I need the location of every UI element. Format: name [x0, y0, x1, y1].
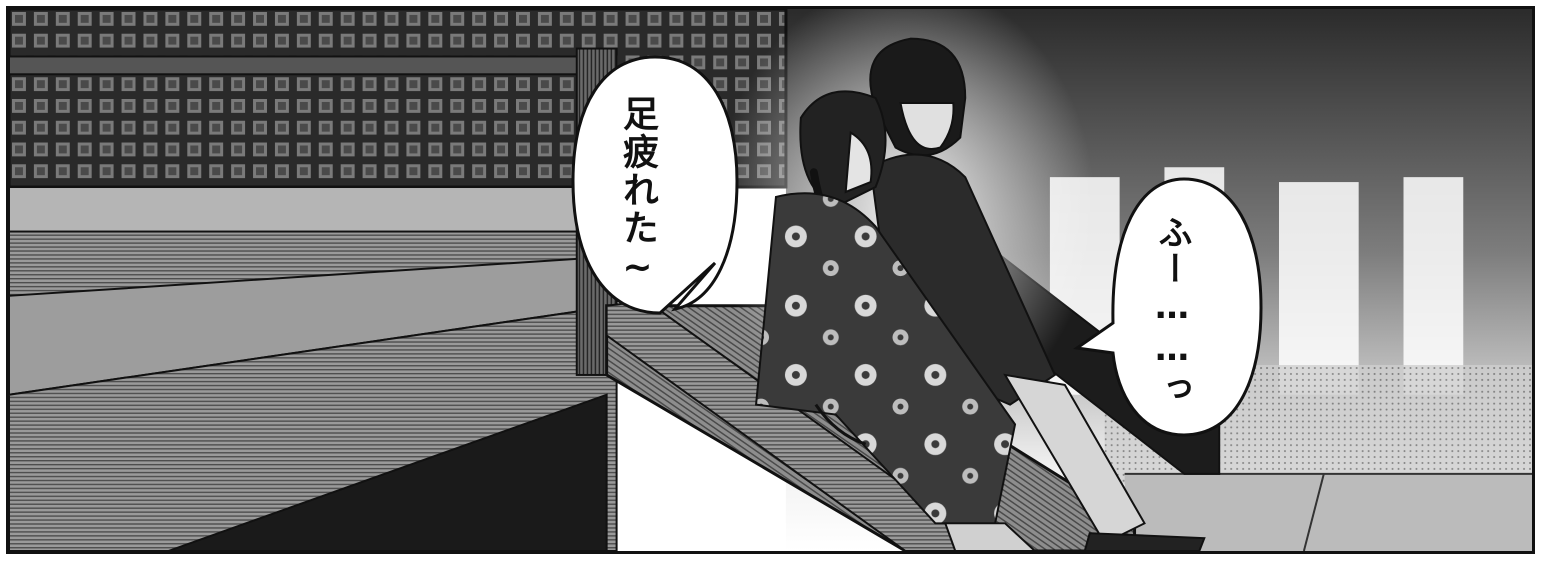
panel-illustration — [9, 9, 1532, 551]
woman-figure — [754, 90, 1037, 551]
wooden-beam — [9, 55, 598, 76]
lattice-wall — [9, 9, 786, 188]
manga-panel: 足疲れた~ ふー……っ — [6, 6, 1535, 554]
